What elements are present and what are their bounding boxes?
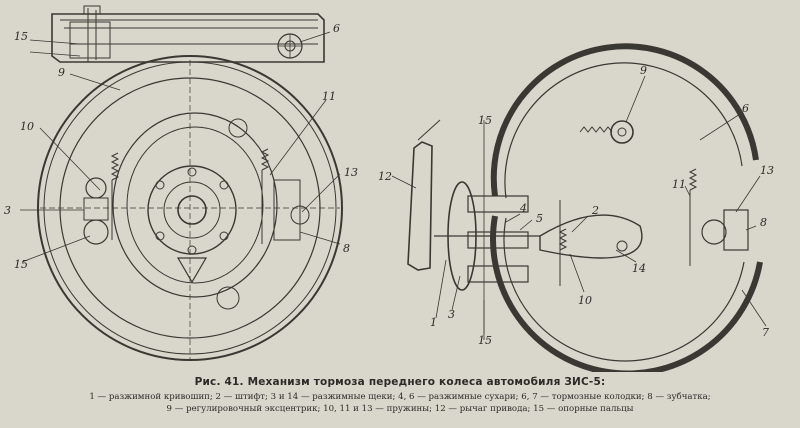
expander-assembly	[407, 119, 540, 340]
brake-mechanism-drawing: 15 6 9 10 11 13 3 8 15 9 6 15 12	[4, 5, 774, 372]
left-label-8: 8	[343, 242, 350, 255]
left-label-13: 13	[344, 166, 358, 179]
right-label-3: 3	[448, 308, 455, 321]
top-section-view	[51, 5, 325, 63]
caption-legend-line-2: 9 — регулировочный эксцентрик; 10, 11 и …	[166, 404, 634, 414]
left-brake-drum	[37, 55, 343, 361]
right-brake-shoes	[490, 43, 763, 372]
right-label-12: 12	[378, 170, 392, 183]
caption-legend: 1 — разжимной кривошип; 2 — штифт; 3 и 1…	[8, 391, 792, 415]
left-leader-lines	[20, 31, 341, 263]
left-label-6-top: 6	[333, 22, 340, 35]
right-label-10: 10	[578, 294, 592, 307]
right-label-13: 13	[760, 164, 774, 177]
right-label-4: 4	[519, 202, 527, 215]
right-label-2: 2	[591, 204, 599, 217]
left-label-9: 9	[58, 66, 65, 79]
right-label-1: 1	[430, 316, 437, 329]
right-label-5: 5	[536, 212, 543, 225]
right-label-11: 11	[672, 178, 686, 191]
figure-caption: Рис. 41. Механизм тормоза переднего коле…	[8, 376, 792, 415]
right-leader-lines	[391, 75, 767, 334]
right-label-9: 9	[640, 64, 647, 77]
left-label-3: 3	[4, 204, 11, 217]
right-label-15-top: 15	[478, 114, 492, 127]
caption-legend-line-1: 1 — разжимной кривошип; 2 — штифт; 3 и 1…	[89, 392, 711, 402]
right-label-8: 8	[760, 216, 767, 229]
caption-title: Рис. 41. Механизм тормоза переднего коле…	[194, 376, 606, 388]
right-label-6: 6	[742, 102, 749, 115]
left-label-10: 10	[20, 120, 34, 133]
right-label-14: 14	[632, 262, 646, 275]
right-label-15-bottom: 15	[478, 334, 492, 347]
right-label-7: 7	[762, 326, 769, 339]
left-label-15-bottom: 15	[14, 258, 28, 271]
left-label-15-top: 15	[14, 30, 28, 43]
left-label-11: 11	[322, 90, 336, 103]
